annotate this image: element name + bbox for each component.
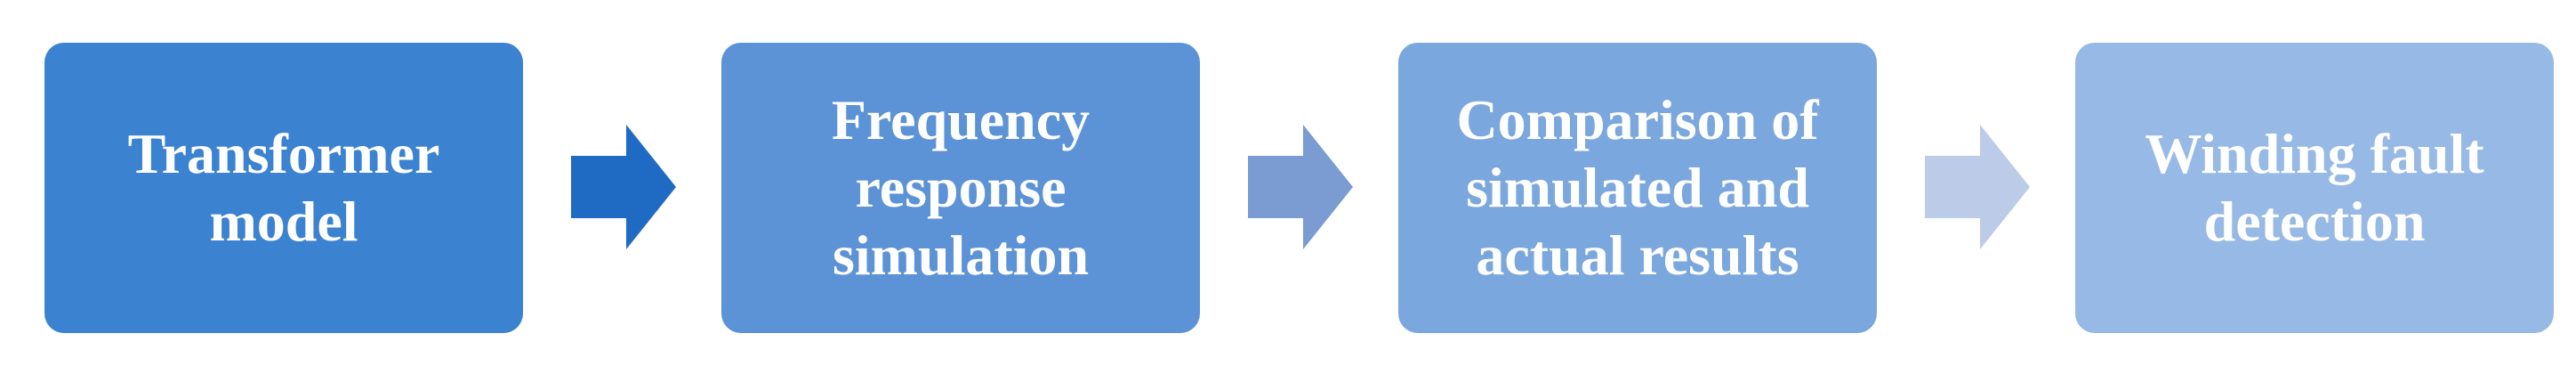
step-label: Transformer model: [127, 122, 440, 253]
step-label: Frequency response simulation: [831, 88, 1091, 287]
step-comparison-of-results: Comparison of simulated and actual resul…: [1398, 43, 1877, 333]
step-transformer-model: Transformer model: [44, 43, 523, 333]
step-winding-fault-detection: Winding fault detection: [2075, 43, 2554, 333]
step-label: Winding fault detection: [2145, 122, 2484, 253]
right-arrow-icon: [1248, 125, 1353, 249]
right-arrow-icon: [1925, 125, 2030, 249]
step-label: Comparison of simulated and actual resul…: [1456, 88, 1819, 287]
right-arrow-icon: [571, 125, 676, 249]
step-frequency-response-simulation: Frequency response simulation: [721, 43, 1200, 333]
